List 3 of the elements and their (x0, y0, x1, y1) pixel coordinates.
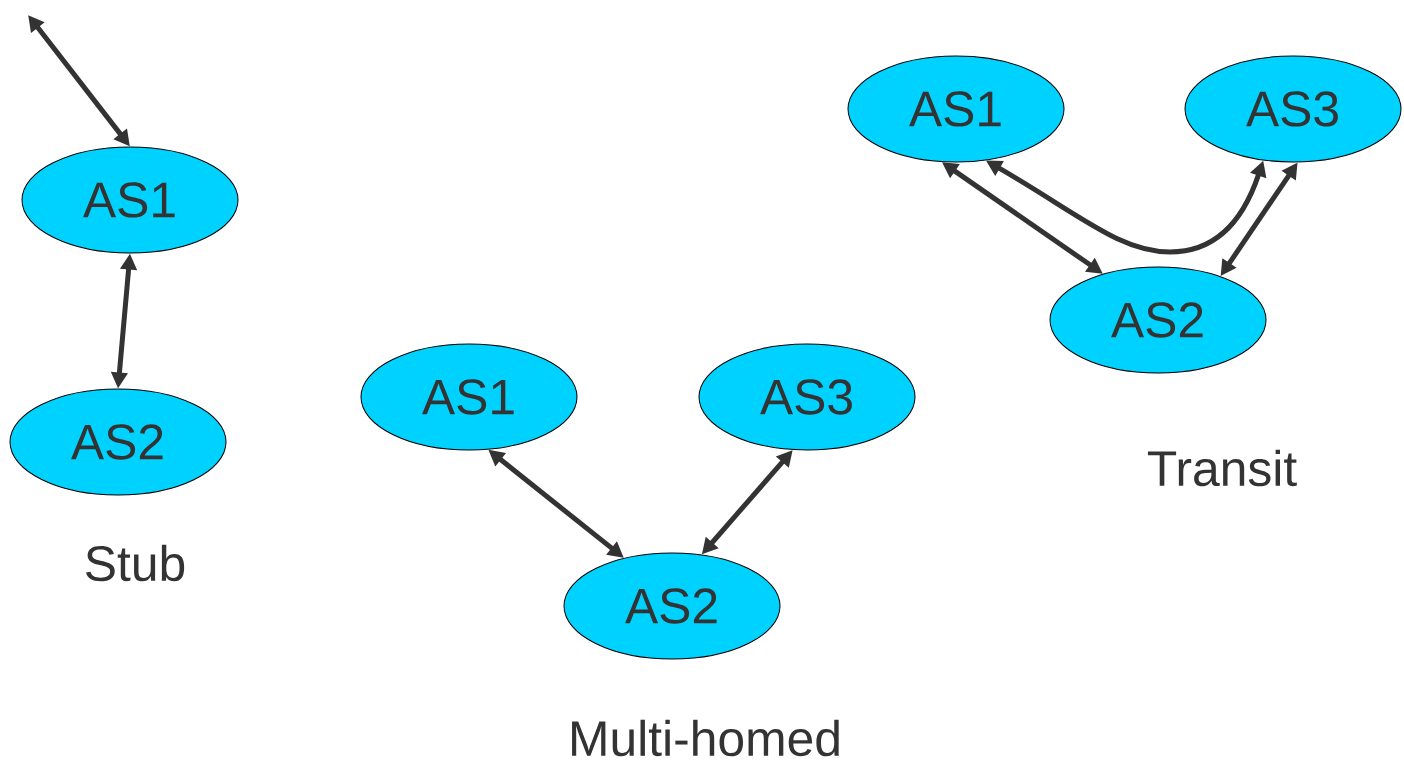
caption: Stub (86, 544, 185, 582)
caption: Multi-homed (572, 719, 839, 757)
caption: Transit (1147, 449, 1297, 487)
